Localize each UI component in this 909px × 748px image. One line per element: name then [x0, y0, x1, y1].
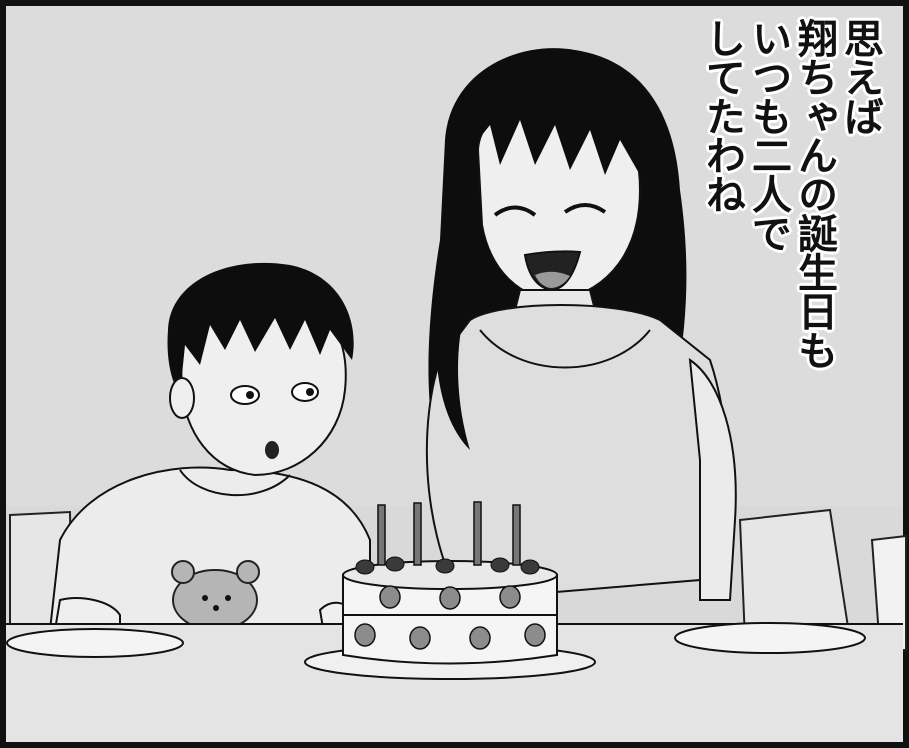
boy-mouth [265, 441, 279, 459]
mother-hair-strand [436, 300, 470, 450]
mother-neckline [479, 329, 651, 369]
plate-right [674, 622, 866, 654]
boy-collar [179, 469, 291, 496]
boy-eye-left [230, 385, 260, 405]
speech-text: 思えば 翔ちゃんの誕生日も いつも二人で してたわね [699, 18, 883, 398]
mother-eye-left [493, 205, 537, 217]
speech-line-3: いつも二人で [745, 18, 791, 252]
boy-eye-right [291, 382, 319, 402]
boy-hair [167, 262, 354, 395]
cream-dollops [355, 556, 540, 575]
speech-line-1: 思えば [837, 18, 883, 135]
strawberries [354, 585, 546, 650]
mother-bangs [470, 92, 642, 175]
mother-tongue [535, 271, 570, 288]
speech-line-2: 翔ちゃんの誕生日も [791, 18, 837, 369]
glass [870, 534, 907, 651]
mother-arm [688, 357, 737, 601]
mother-top [425, 304, 729, 602]
boy-ear [169, 377, 195, 419]
boy-shirt [48, 466, 371, 631]
plate-left [6, 628, 184, 658]
mother-eye-right [563, 203, 607, 214]
candles [377, 501, 521, 566]
speech-line-4: してたわね [699, 18, 745, 213]
chair-right [738, 508, 852, 641]
